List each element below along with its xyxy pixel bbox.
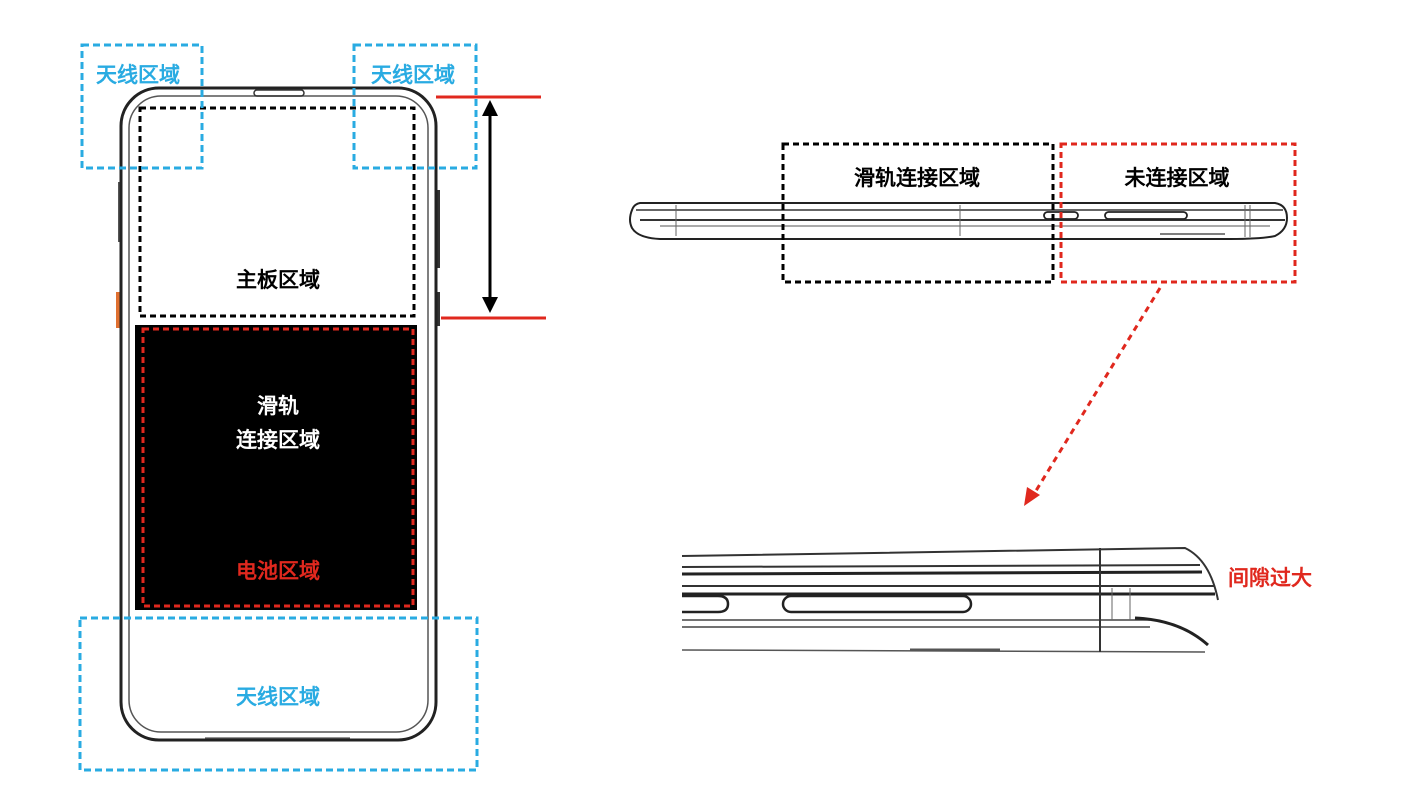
detail-bottom-curve	[1134, 616, 1209, 647]
detail-line-2	[681, 570, 1203, 576]
antenna-top-left-box	[80, 43, 204, 170]
zoom-arrow-line	[1032, 287, 1162, 495]
side-phone: 滑轨连接区域 未连接区域	[629, 142, 1297, 284]
detail-top-edge	[681, 546, 1219, 601]
rail-connected-region-box	[781, 142, 1055, 284]
rail-label-line2: 连接区域	[236, 428, 320, 452]
antenna-bottom-label: 天线区域	[236, 685, 320, 709]
battery-region-box	[141, 327, 415, 608]
not-connected-label: 未连接区域	[1125, 166, 1230, 190]
zoom-arrow	[1024, 287, 1162, 506]
dimension-arrow-head-top	[482, 100, 498, 116]
gap-label: 间隙过大	[1228, 566, 1312, 590]
rail-connected-label: 滑轨连接区域	[854, 166, 980, 190]
not-connected-region-box	[1059, 142, 1297, 284]
mainboard-label: 主板区域	[236, 268, 320, 292]
left-side-button-orange	[116, 292, 121, 328]
antenna-bottom-box	[78, 616, 479, 772]
side-phone-long-button	[1104, 211, 1188, 220]
antenna-top-right-box	[352, 43, 478, 170]
detail-long-button	[781, 594, 973, 614]
mainboard-region-box	[138, 106, 416, 318]
dimension-arrow-head-bottom	[482, 297, 498, 313]
antenna-top-right-label: 天线区域	[371, 63, 455, 87]
detail-line-1	[681, 564, 1201, 568]
front-phone: 天线区域 天线区域 主板区域 滑轨 连接区域 电池区域 天线区域	[78, 43, 479, 772]
rail-label-line1: 滑轨	[257, 394, 299, 418]
zoom-arrow-head	[1024, 487, 1040, 506]
battery-black-region	[135, 325, 417, 610]
earpiece	[253, 89, 305, 97]
battery-label: 电池区域	[236, 559, 320, 583]
detail-small-button	[682, 594, 730, 614]
antenna-top-left-label: 天线区域	[96, 63, 180, 87]
detail-view: 间隙过大	[681, 546, 1312, 653]
dimension-indicator	[436, 95, 546, 320]
